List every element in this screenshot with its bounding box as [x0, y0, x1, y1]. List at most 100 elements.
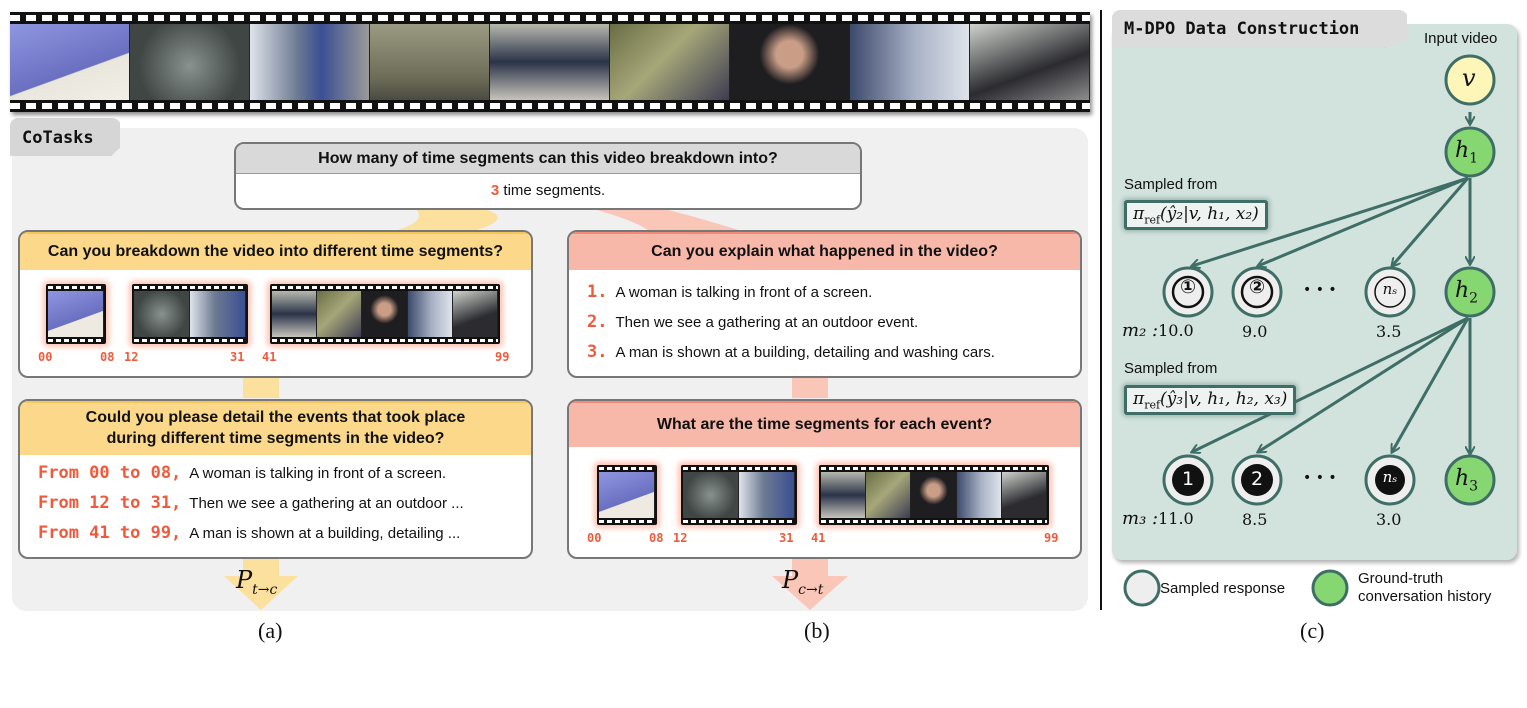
row2-node-1-label: ①	[1179, 276, 1197, 298]
answer-clip-1	[597, 465, 657, 525]
segment-1-end: 08	[100, 350, 115, 364]
caption-b: (b)	[804, 618, 830, 643]
event-segments-question: What are the time segments for each even…	[569, 401, 1080, 447]
segment-clip-2	[132, 284, 248, 344]
p-c-to-t-label: Pc→t	[782, 566, 823, 598]
film-frames	[10, 24, 1090, 100]
video-frame-5	[490, 24, 610, 100]
segment-1-start: 00	[38, 350, 53, 364]
flow-arrow-red-bottom	[772, 556, 848, 610]
answer-clip-2	[681, 465, 797, 525]
row2-node-n-label: nₛ	[1382, 280, 1398, 298]
v-node-label: v	[1462, 64, 1476, 92]
legend-ground-truth-swatch	[1311, 569, 1349, 607]
m3-label: m₃ :	[1122, 508, 1159, 529]
row3-score-n: 3.0	[1376, 510, 1402, 529]
legend-sampled-swatch	[1123, 569, 1161, 607]
video-frame-6	[610, 24, 730, 100]
segment-count-suffix: time segments.	[499, 182, 606, 199]
policy-formula-1: πref(ŷ₂|v, h₁, x₂)	[1124, 200, 1268, 231]
cotasks-title-tab: CoTasks	[10, 118, 120, 156]
h3-subscript: 3	[1469, 478, 1479, 495]
event-2-time: From 12 to 31,	[38, 493, 182, 513]
legend-ground-truth-label: Ground-truth conversation history	[1358, 570, 1491, 606]
h3-node	[1444, 454, 1496, 506]
h2-symbol: h	[1455, 278, 1470, 303]
film-perforations-top	[10, 15, 1090, 21]
event-2-text: Then we see a gathering at an outdoor ..…	[189, 495, 464, 512]
legend-gt-line1: Ground-truth	[1358, 570, 1444, 587]
flow-arrow-yellow-bottom	[224, 556, 298, 610]
answer-clip-3	[819, 465, 1049, 525]
sampled-from-label-2: Sampled from	[1124, 360, 1218, 377]
event-3-time: From 41 to 99,	[38, 523, 182, 543]
mdpo-title-tab: M-DPO Data Construction	[1112, 10, 1407, 48]
event-line-3: From 41 to 99, A man is shown at a buildi…	[38, 523, 460, 543]
answer-segment-1-start: 00	[587, 531, 602, 545]
row3-node-n-label: nₛ	[1382, 468, 1398, 486]
video-frame-1	[10, 24, 130, 100]
row3-sample-nodes	[1162, 454, 1416, 506]
explain-video-question: Can you explain what happened in the vid…	[569, 232, 1080, 270]
video-frame-4	[370, 24, 490, 100]
row3-score-2: 8.5	[1242, 510, 1268, 529]
row3-score-1: 11.0	[1158, 509, 1194, 528]
event-1-text: A woman is talking in front of a screen.	[189, 465, 447, 482]
event-3-text: A man is shown at a building, detailing …	[189, 525, 461, 542]
segment-3-start: 41	[262, 350, 277, 364]
video-frame-8	[850, 24, 970, 100]
detail-events-question: Could you please detail the events that …	[20, 401, 531, 455]
answer-segment-3-start: 41	[811, 531, 826, 545]
item-3-text: A man is shown at a building, detailing …	[615, 344, 995, 361]
event-1-time: From 00 to 08,	[38, 463, 182, 483]
legend-sampled-label: Sampled response	[1160, 580, 1286, 597]
answer-segment-1-end: 08	[649, 531, 664, 545]
p-subscript: c→t	[798, 581, 824, 598]
row3-metric-label: m₃ :11.0	[1122, 508, 1194, 529]
row2-score-1: 10.0	[1158, 321, 1194, 340]
detail-events-card: Could you please detail the events that …	[18, 399, 533, 559]
row3-node-2-label: 2	[1250, 468, 1264, 490]
explain-video-card: Can you explain what happened in the vid…	[567, 230, 1082, 378]
segment-clip-1	[46, 284, 106, 344]
segment-count-card: How many of time segments can this video…	[234, 142, 862, 210]
p-symbol: P	[782, 566, 799, 594]
caption-a: (a)	[258, 618, 283, 643]
h3-node-label: h3	[1455, 466, 1478, 494]
formula-args: (ŷ₂|v, h₁, x₂)	[1160, 204, 1259, 224]
video-filmstrip	[10, 12, 1090, 112]
explain-item-2: 2.Then we see a gathering at an outdoor …	[587, 312, 918, 332]
legend-gt-line2: conversation history	[1358, 588, 1492, 605]
p-symbol: P	[236, 566, 253, 594]
flow-arrow-red-top	[590, 208, 745, 232]
item-2-number: 2.	[587, 312, 608, 332]
pi-symbol: π	[1133, 204, 1145, 224]
film-perforations-bottom	[10, 103, 1090, 109]
row2-score-2: 9.0	[1242, 322, 1268, 341]
item-3-number: 3.	[587, 342, 608, 362]
answer-segment-3-end: 99	[1044, 531, 1059, 545]
row2-node-2-label: ②	[1248, 276, 1266, 298]
ref-subscript: ref	[1144, 213, 1161, 227]
flow-arrows	[224, 208, 848, 610]
h2-node-label: h2	[1455, 278, 1478, 306]
panel-divider	[1100, 10, 1102, 610]
h2-subscript: 2	[1469, 290, 1479, 307]
p-subscript: t→c	[252, 581, 278, 598]
h2-node	[1444, 266, 1496, 318]
breakdown-segments-question: Can you breakdown the video into differe…	[20, 232, 531, 270]
event-line-1: From 00 to 08, A woman is talking in fron…	[38, 463, 446, 483]
segment-2-start: 12	[124, 350, 139, 364]
pi-symbol: π	[1133, 389, 1145, 409]
h1-symbol: h	[1455, 138, 1470, 163]
h3-symbol: h	[1455, 466, 1470, 491]
row2-score-n: 3.5	[1376, 322, 1402, 341]
row2-metric-label: m₂ :10.0	[1122, 320, 1194, 341]
input-video-node	[1444, 54, 1496, 106]
explain-item-1: 1.A woman is talking in front of a scree…	[587, 282, 872, 302]
answer-segment-2-end: 31	[779, 531, 794, 545]
h1-node	[1444, 126, 1496, 178]
flow-arrow-yellow-mid	[243, 376, 279, 398]
breakdown-segments-card: Can you breakdown the video into differe…	[18, 230, 533, 378]
caption-c: (c)	[1300, 618, 1325, 643]
